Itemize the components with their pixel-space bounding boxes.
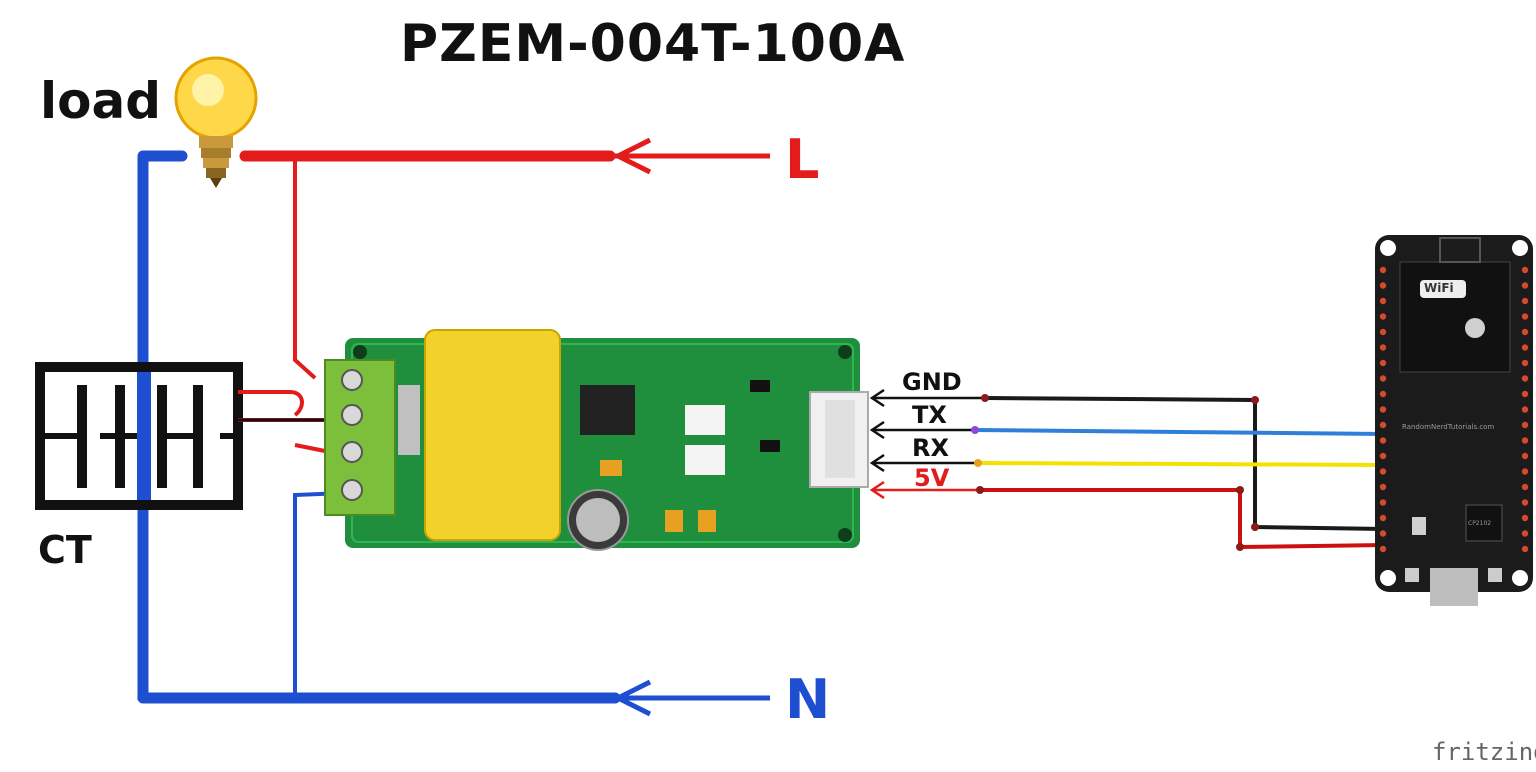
pin-label-tx: TX: [912, 401, 947, 429]
header-pin: [1379, 266, 1387, 274]
fritzing-credit: fritzing: [1432, 738, 1536, 766]
header-pin: [1379, 313, 1387, 320]
header-pin: [1521, 514, 1529, 522]
pin-label-rx: RX: [912, 434, 949, 462]
header-pin: [1379, 452, 1387, 460]
header-pin: [1379, 282, 1387, 289]
header-pin: [1521, 313, 1529, 320]
header-pin: [1521, 328, 1529, 336]
header-pin: [1379, 514, 1387, 522]
live-line: [239, 137, 770, 380]
header-pin: [1379, 375, 1387, 382]
header-pin: [1379, 437, 1387, 444]
load-label: load: [40, 72, 162, 130]
bulb-icon: [174, 56, 258, 188]
header-pin: [1379, 359, 1387, 367]
header-pin: [1521, 359, 1529, 367]
neutral-label: N: [785, 668, 831, 731]
header-pin: [1521, 483, 1529, 491]
esp32-pin-headers: [1379, 266, 1529, 553]
header-pin: [1379, 344, 1387, 351]
header-pin: [1521, 468, 1529, 475]
diagram-title: PZEM-004T-100A: [400, 14, 906, 74]
header-pin: [1521, 282, 1529, 289]
header-pin: [1379, 390, 1387, 398]
header-pin: [1379, 406, 1387, 413]
header-pin: [1379, 421, 1387, 429]
pin-label-5v: 5V: [914, 464, 950, 492]
rx-wire: [977, 461, 1386, 467]
header-pin: [1521, 530, 1529, 537]
pzem-module: [324, 329, 869, 551]
pin-arrows: [869, 388, 985, 500]
header-pin: [1379, 530, 1387, 537]
header-pin: [1521, 421, 1529, 429]
esp32-board: [1375, 235, 1533, 606]
header-pin: [1521, 390, 1529, 398]
pin-label-gnd: GND: [902, 368, 962, 396]
board-chip-text: CP2102: [1468, 520, 1492, 527]
tx-wire: [974, 428, 1386, 436]
header-pin: [1521, 499, 1529, 506]
header-pin: [1521, 344, 1529, 351]
ct-label: CT: [38, 528, 92, 572]
header-pin: [1521, 545, 1529, 553]
header-pin: [1379, 328, 1387, 336]
header-pin: [1379, 545, 1387, 553]
v5-wire: [980, 488, 1386, 550]
header-pin: [1521, 437, 1529, 444]
wifi-logo: WiFi: [1424, 281, 1454, 295]
header-pin: [1521, 452, 1529, 460]
board-site-text: RandomNerdTutorials.com: [1402, 423, 1495, 431]
live-label: L: [785, 128, 820, 191]
header-pin: [1379, 483, 1387, 491]
header-pin: [1521, 266, 1529, 274]
header-pin: [1379, 499, 1387, 506]
header-pin: [1379, 297, 1387, 305]
header-pin: [1521, 297, 1529, 305]
header-pin: [1379, 468, 1387, 475]
header-pin: [1521, 406, 1529, 413]
header-pin: [1521, 375, 1529, 382]
current-transformer: [35, 362, 243, 510]
